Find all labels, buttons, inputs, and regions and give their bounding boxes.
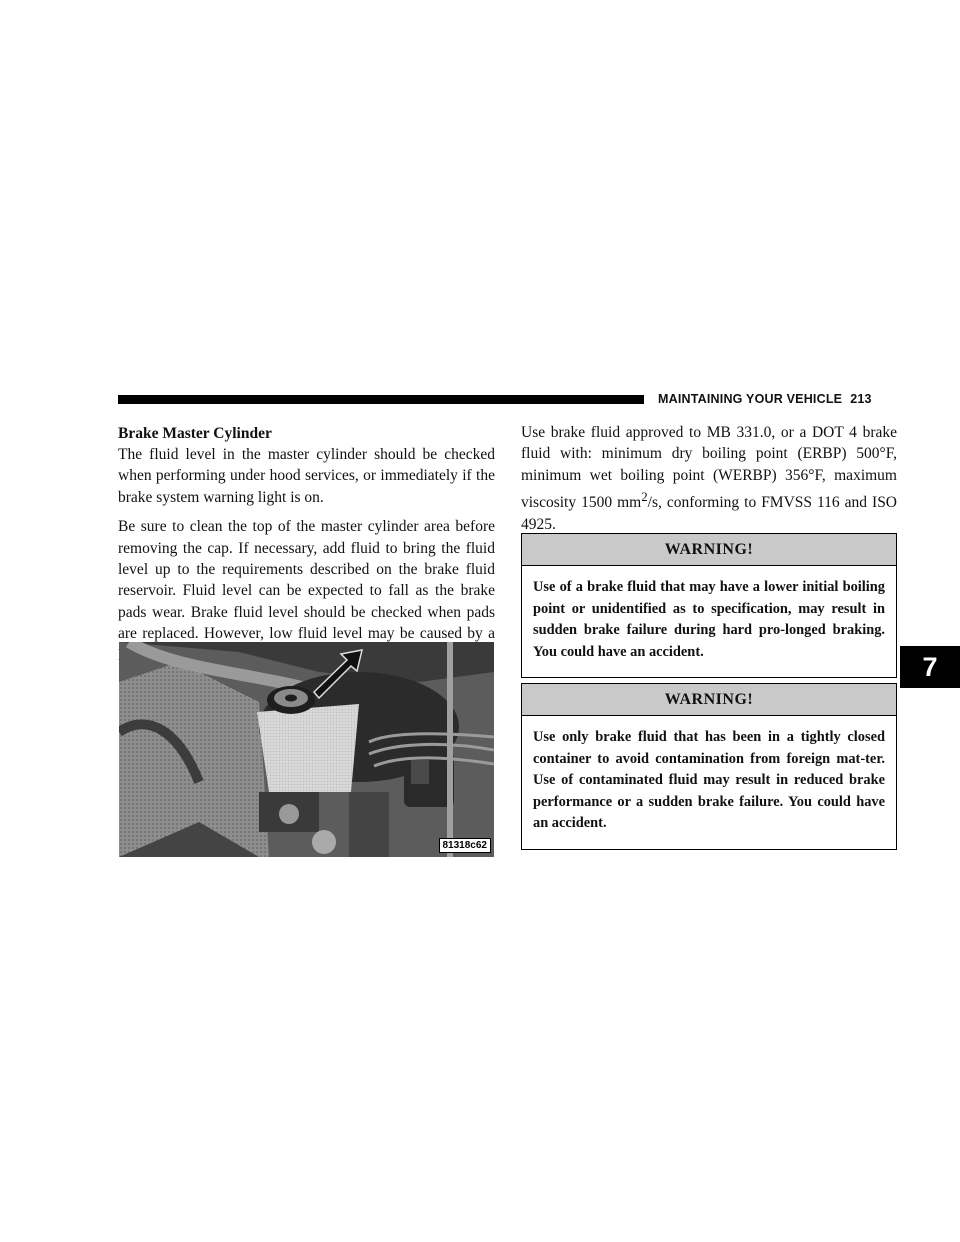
section-title: MAINTAINING YOUR VEHICLE [658, 392, 843, 406]
warning-title: WARNING! [522, 684, 896, 716]
figure-code-label: 81318c62 [438, 838, 491, 853]
header-rule [118, 395, 644, 404]
left-column: Brake Master Cylinder The fluid level in… [118, 423, 495, 666]
warning-text: Use only brake fluid that has been in a … [533, 729, 885, 832]
page-number: 213 [850, 392, 872, 406]
warning-box-1: WARNING! Use of a brake fluid that may h… [521, 533, 897, 679]
brake-fluid-spec: Use brake fluid approved to MB 331.0, or… [521, 422, 897, 535]
engine-bay-photo: 81318c62 [119, 642, 494, 857]
spec-text: Use brake fluid approved to MB 331.0, or… [521, 424, 897, 512]
spec-text-end: /s, conforming to FMVSS 116 and ISO 4925… [521, 494, 898, 533]
paragraph-fluid-level: The fluid level in the master cylinder s… [118, 446, 495, 506]
running-header: MAINTAINING YOUR VEHICLE 213 [658, 392, 872, 406]
warning-box-2: WARNING! Use only brake fluid that has b… [521, 683, 897, 850]
warning-title: WARNING! [522, 534, 896, 566]
section-heading: Brake Master Cylinder [118, 425, 272, 442]
warning-text: Use of a brake fluid that may have a low… [533, 579, 885, 660]
right-column: Use brake fluid approved to MB 331.0, or… [521, 422, 897, 535]
chapter-tab: 7 [900, 646, 960, 688]
spec-superscript: 2 [641, 489, 648, 505]
